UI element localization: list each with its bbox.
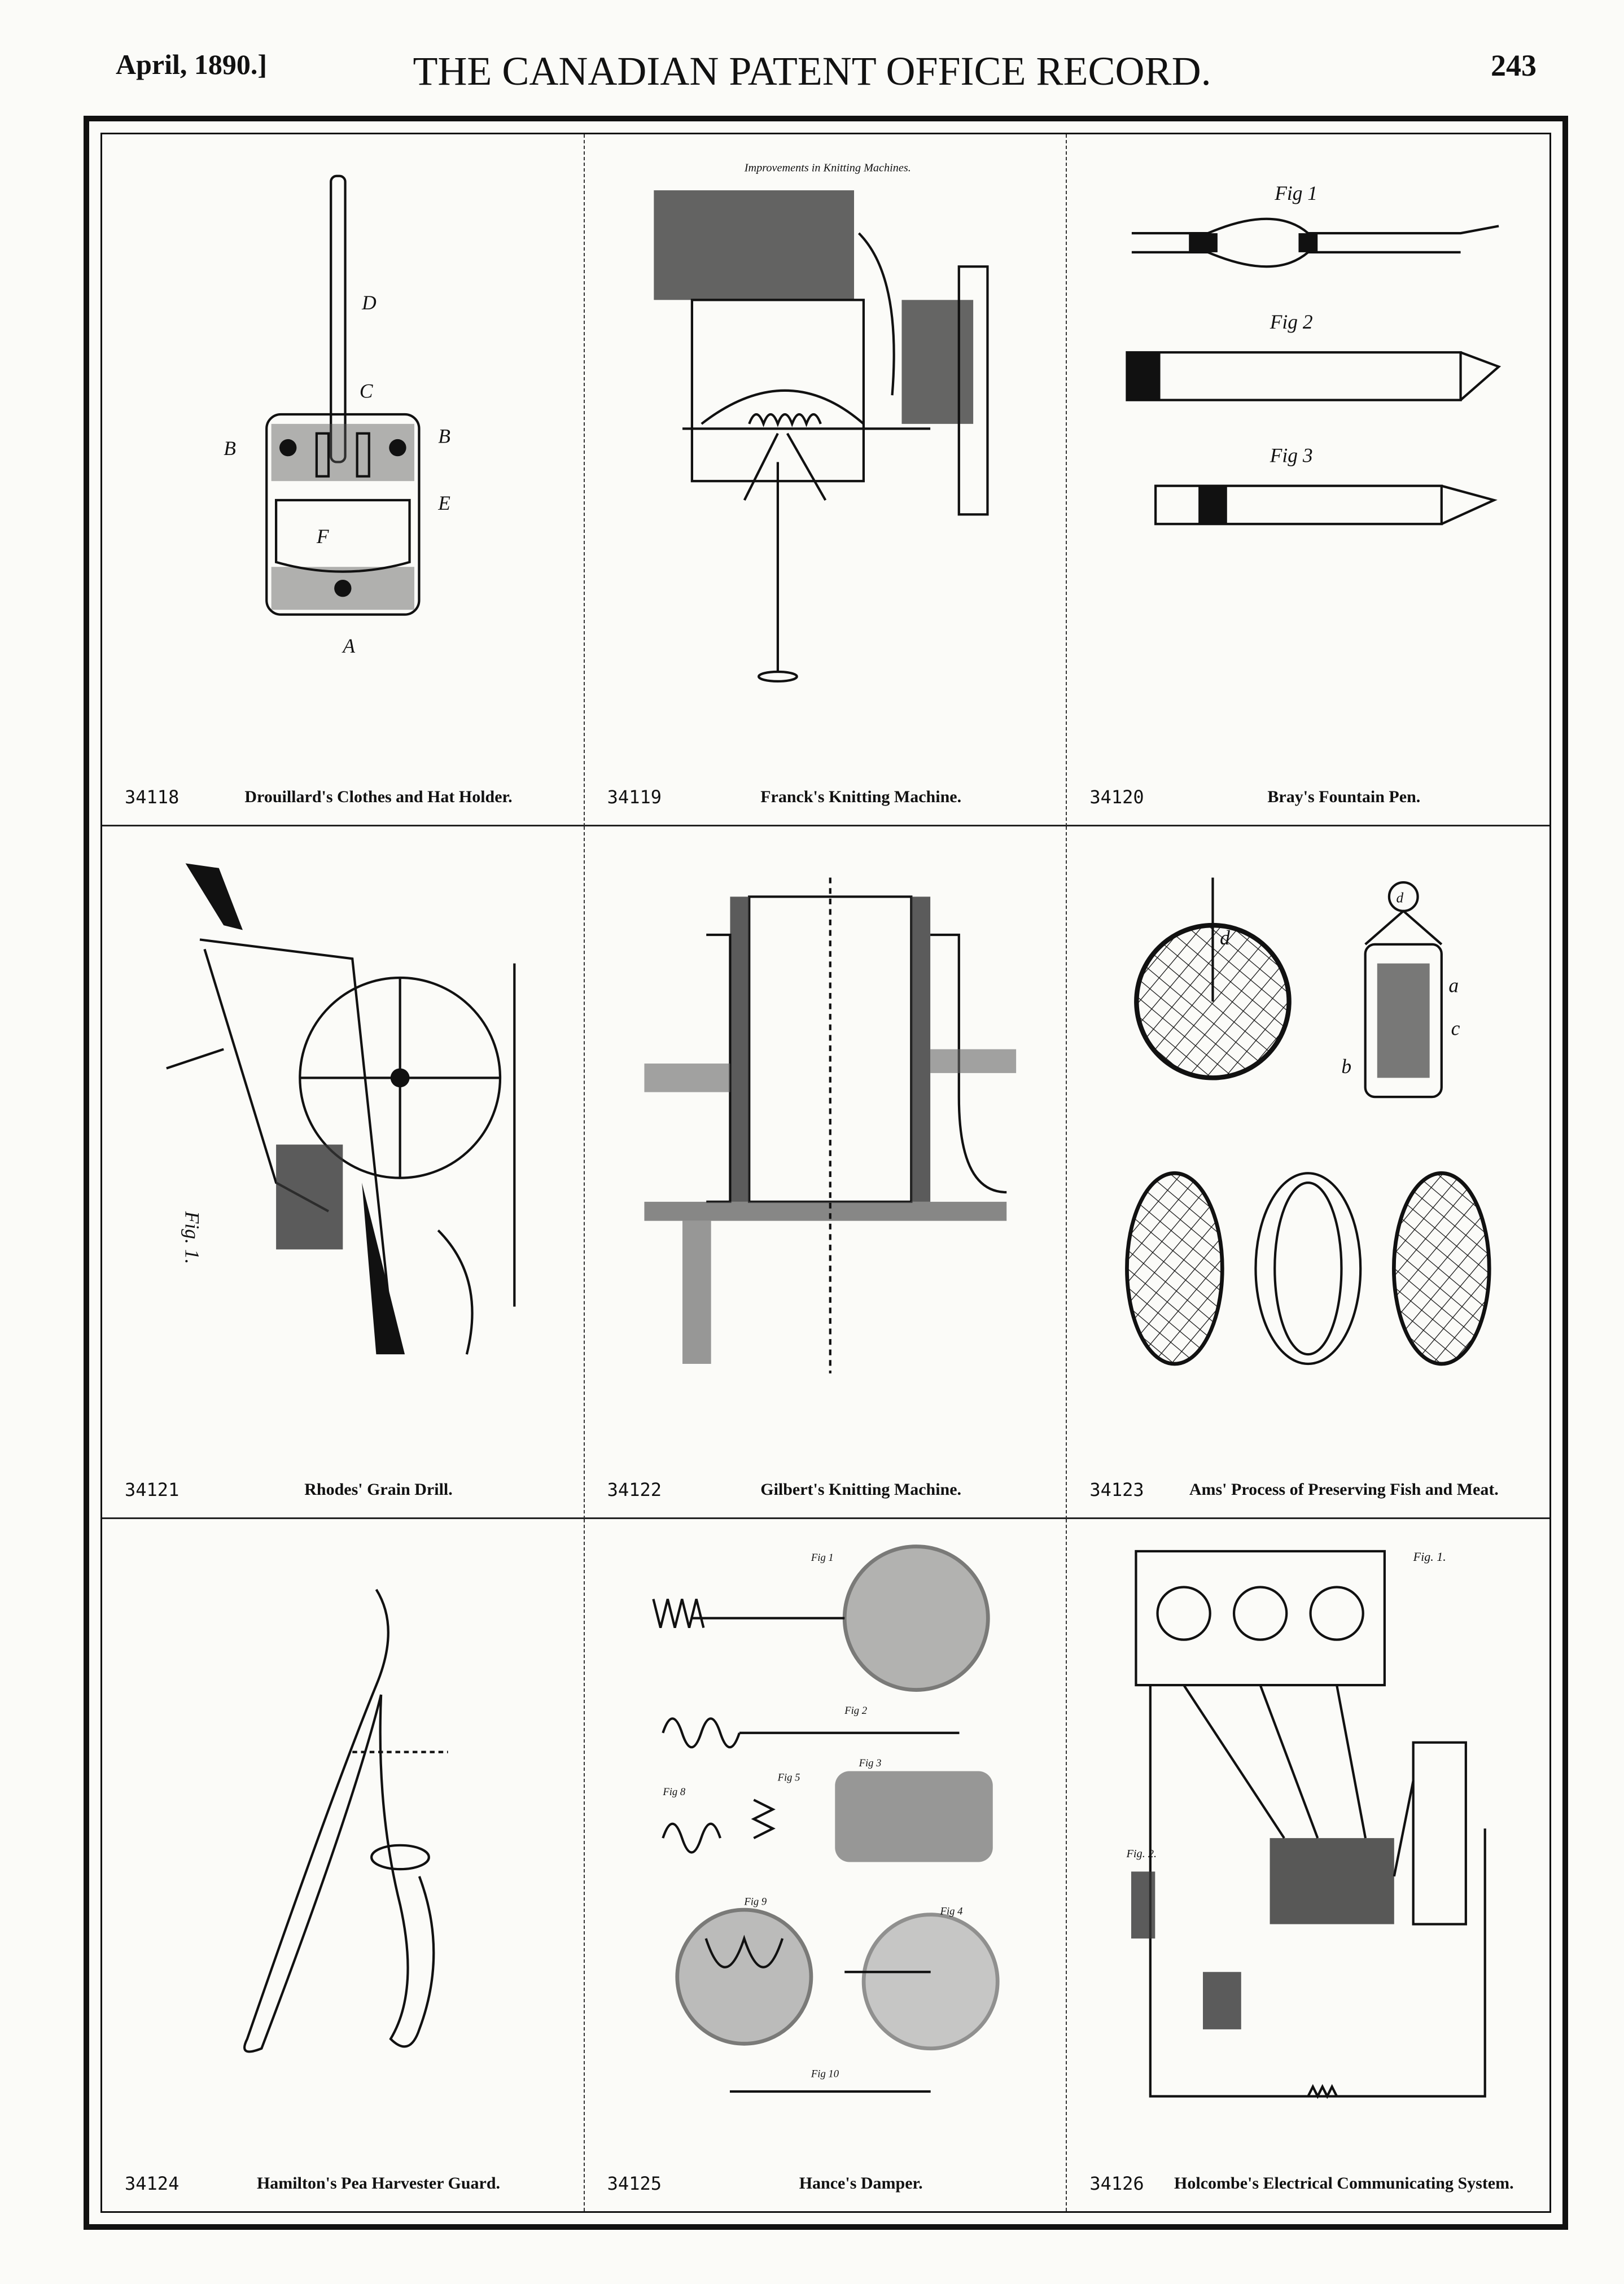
patent-number: 34121 bbox=[125, 1478, 180, 1500]
patent-figure-34122 bbox=[607, 849, 1044, 1421]
patent-number: 34126 bbox=[1089, 2173, 1144, 2194]
svg-text:Fig. 1.: Fig. 1. bbox=[181, 1211, 204, 1264]
patent-number: 34120 bbox=[1089, 786, 1144, 808]
svg-text:Fig 2: Fig 2 bbox=[844, 1705, 867, 1717]
patent-caption-34125: 34125 Hance's Damper. bbox=[607, 2132, 1044, 2194]
patent-title: Hance's Damper. bbox=[799, 2174, 923, 2193]
svg-text:Fig 3: Fig 3 bbox=[858, 1757, 881, 1769]
patent-plate-inner-border: D C B B E F A 34118 Drouillard's Clothes… bbox=[100, 133, 1551, 2213]
patent-figure-34126: Fig. 1. Fig. 2. bbox=[1089, 1542, 1527, 2115]
patent-figure-34118: D C B B E F A bbox=[125, 157, 561, 729]
svg-text:E: E bbox=[437, 492, 450, 514]
svg-text:F: F bbox=[316, 525, 329, 548]
patent-cell-34125: Fig 1 Fig 2 Fig 3 Fig 8 Fig 5 Fig 9 Fig … bbox=[585, 1519, 1067, 2211]
page-header: April, 1890.] THE CANADIAN PATENT OFFICE… bbox=[0, 48, 1624, 110]
patent-caption-34119: 34119 Franck's Knitting Machine. bbox=[607, 746, 1044, 808]
svg-text:c: c bbox=[1451, 1017, 1460, 1040]
svg-text:Fig 10: Fig 10 bbox=[811, 2068, 839, 2080]
patent-title: Holcombe's Electrical Communicating Syst… bbox=[1174, 2174, 1514, 2193]
patent-caption-34123: 34123 Ams' Process of Preserving Fish an… bbox=[1089, 1438, 1527, 1500]
patent-caption-34126: 34126 Holcombe's Electrical Communicatin… bbox=[1089, 2132, 1527, 2194]
patent-number: 34118 bbox=[125, 786, 180, 808]
svg-text:C: C bbox=[360, 379, 373, 402]
publication-title: THE CANADIAN PATENT OFFICE RECORD. bbox=[413, 49, 1211, 94]
patent-number: 34124 bbox=[125, 2173, 180, 2194]
svg-text:Fig 3: Fig 3 bbox=[1270, 444, 1313, 466]
patent-title: Hamilton's Pea Harvester Guard. bbox=[256, 2174, 501, 2193]
issue-date: April, 1890.] bbox=[116, 49, 268, 80]
svg-text:a: a bbox=[1449, 974, 1459, 997]
svg-text:Fig 1: Fig 1 bbox=[811, 1552, 834, 1564]
patent-cell-34119: Improvements in Knitting Machines. 34119… bbox=[584, 134, 1067, 827]
svg-text:A: A bbox=[342, 635, 355, 657]
svg-text:Fig 9: Fig 9 bbox=[743, 1896, 767, 1907]
patent-title: Rhodes' Grain Drill. bbox=[304, 1480, 453, 1499]
patent-title: Franck's Knitting Machine. bbox=[760, 787, 962, 807]
patent-title: Drouillard's Clothes and Hat Holder. bbox=[244, 787, 513, 807]
svg-text:Fig. 1.: Fig. 1. bbox=[1413, 1550, 1446, 1564]
patent-cell-34122: 34122 Gilbert's Knitting Machine. bbox=[584, 826, 1067, 1519]
patent-caption-34122: 34122 Gilbert's Knitting Machine. bbox=[607, 1438, 1044, 1500]
patent-cell-34118: D C B B E F A 34118 Drouillard's Clothes… bbox=[102, 134, 585, 827]
patent-grid: D C B B E F A 34118 Drouillard's Clothes… bbox=[102, 134, 1549, 2211]
svg-text:D: D bbox=[361, 291, 377, 314]
patent-figure-34119: Improvements in Knitting Machines. bbox=[607, 157, 1044, 729]
svg-text:Fig 4: Fig 4 bbox=[939, 1905, 962, 1917]
svg-text:Fig. 2.: Fig. 2. bbox=[1126, 1848, 1157, 1860]
patent-figure-34123: d d a c b bbox=[1089, 849, 1527, 1421]
patent-title: Gilbert's Knitting Machine. bbox=[760, 1480, 962, 1499]
svg-text:Fig 5: Fig 5 bbox=[777, 1771, 800, 1783]
patent-cell-34126: Fig. 1. Fig. 2. 34126 Holcombe's Electri… bbox=[1067, 1519, 1549, 2211]
patent-figure-34120: Fig 1 Fig 2 Fig 3 bbox=[1089, 157, 1527, 729]
svg-text:d: d bbox=[1220, 926, 1230, 949]
patent-figure-34124 bbox=[125, 1542, 561, 2115]
patent-number: 34125 bbox=[607, 2173, 662, 2194]
patent-title: Ams' Process of Preserving Fish and Meat… bbox=[1189, 1480, 1499, 1499]
patent-plate-frame: D C B B E F A 34118 Drouillard's Clothes… bbox=[84, 116, 1568, 2230]
svg-text:Fig 2: Fig 2 bbox=[1270, 310, 1313, 333]
svg-text:b: b bbox=[1342, 1055, 1352, 1078]
patent-cell-34121: Fig. 1. 34121 Rhodes' Grain Drill. bbox=[102, 826, 585, 1519]
patent-cell-34124: 34124 Hamilton's Pea Harvester Guard. bbox=[102, 1519, 585, 2211]
svg-text:Fig 1: Fig 1 bbox=[1275, 182, 1318, 204]
patent-number: 34123 bbox=[1089, 1478, 1144, 1500]
patent-number: 34119 bbox=[607, 786, 662, 808]
svg-text:d: d bbox=[1397, 890, 1404, 906]
patent-figure-34125: Fig 1 Fig 2 Fig 3 Fig 8 Fig 5 Fig 9 Fig … bbox=[607, 1542, 1044, 2115]
patent-number: 34122 bbox=[607, 1478, 662, 1500]
patent-caption-34124: 34124 Hamilton's Pea Harvester Guard. bbox=[125, 2132, 561, 2194]
patent-cell-34123: d d a c b 34123 Ams' Process of Preservi… bbox=[1067, 826, 1549, 1519]
svg-text:Fig 8: Fig 8 bbox=[662, 1786, 686, 1798]
patent-caption-34118: 34118 Drouillard's Clothes and Hat Holde… bbox=[125, 746, 561, 808]
patent-caption-34121: 34121 Rhodes' Grain Drill. bbox=[125, 1438, 561, 1500]
figure-caption-text: Improvements in Knitting Machines. bbox=[743, 161, 911, 174]
svg-text:B: B bbox=[438, 425, 450, 448]
patent-cell-34120: Fig 1 Fig 2 Fig 3 34120 Bray's Fountain … bbox=[1067, 134, 1549, 827]
patent-title: Bray's Fountain Pen. bbox=[1267, 787, 1421, 807]
patent-caption-34120: 34120 Bray's Fountain Pen. bbox=[1089, 746, 1527, 808]
patent-figure-34121: Fig. 1. bbox=[125, 849, 561, 1421]
svg-text:B: B bbox=[224, 437, 236, 460]
page-number: 243 bbox=[1491, 49, 1537, 82]
